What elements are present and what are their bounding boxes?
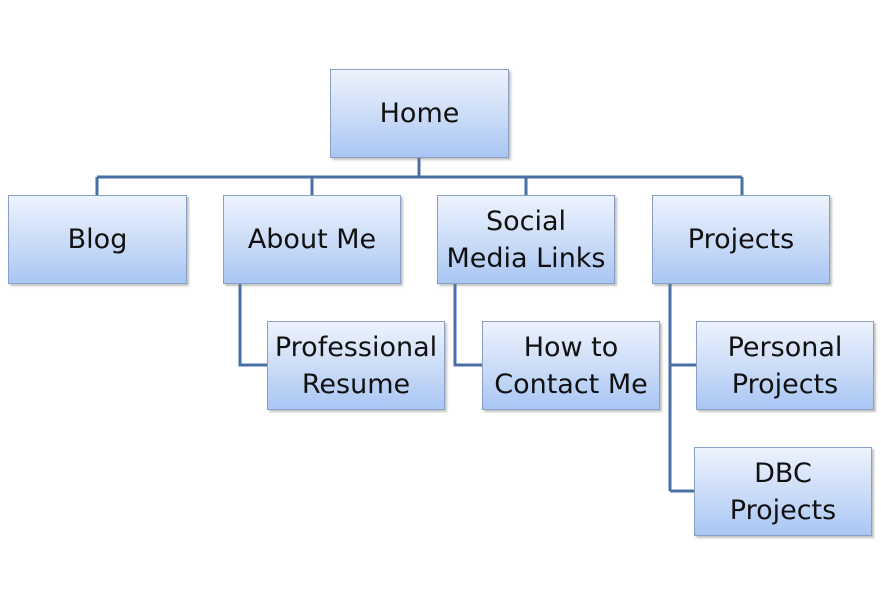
node-social-media-links: Social Media Links — [437, 195, 615, 284]
node-about-me: About Me — [223, 195, 401, 284]
connector-social-contact — [453, 284, 482, 367]
node-dbc-projects: DBC Projects — [694, 447, 872, 536]
node-about-me-label: About Me — [247, 224, 377, 255]
node-blog: Blog — [8, 195, 187, 284]
node-home-label: Home — [379, 98, 460, 129]
node-home: Home — [330, 69, 509, 158]
node-personal-projects-label: Personal Projects — [727, 331, 843, 400]
node-blog-label: Blog — [67, 224, 128, 255]
node-projects-label: Projects — [687, 224, 795, 255]
node-how-to-contact-me: How to Contact Me — [482, 321, 660, 410]
node-social-media-links-label: Social Media Links — [446, 205, 606, 274]
node-professional-resume: Professional Resume — [267, 321, 445, 410]
connector-about-resume — [238, 284, 267, 367]
node-dbc-projects-label: DBC Projects — [729, 457, 837, 526]
node-projects: Projects — [652, 195, 830, 284]
node-how-to-contact-me-label: How to Contact Me — [494, 331, 648, 400]
node-personal-projects: Personal Projects — [696, 321, 874, 410]
node-professional-resume-label: Professional Resume — [274, 331, 438, 400]
